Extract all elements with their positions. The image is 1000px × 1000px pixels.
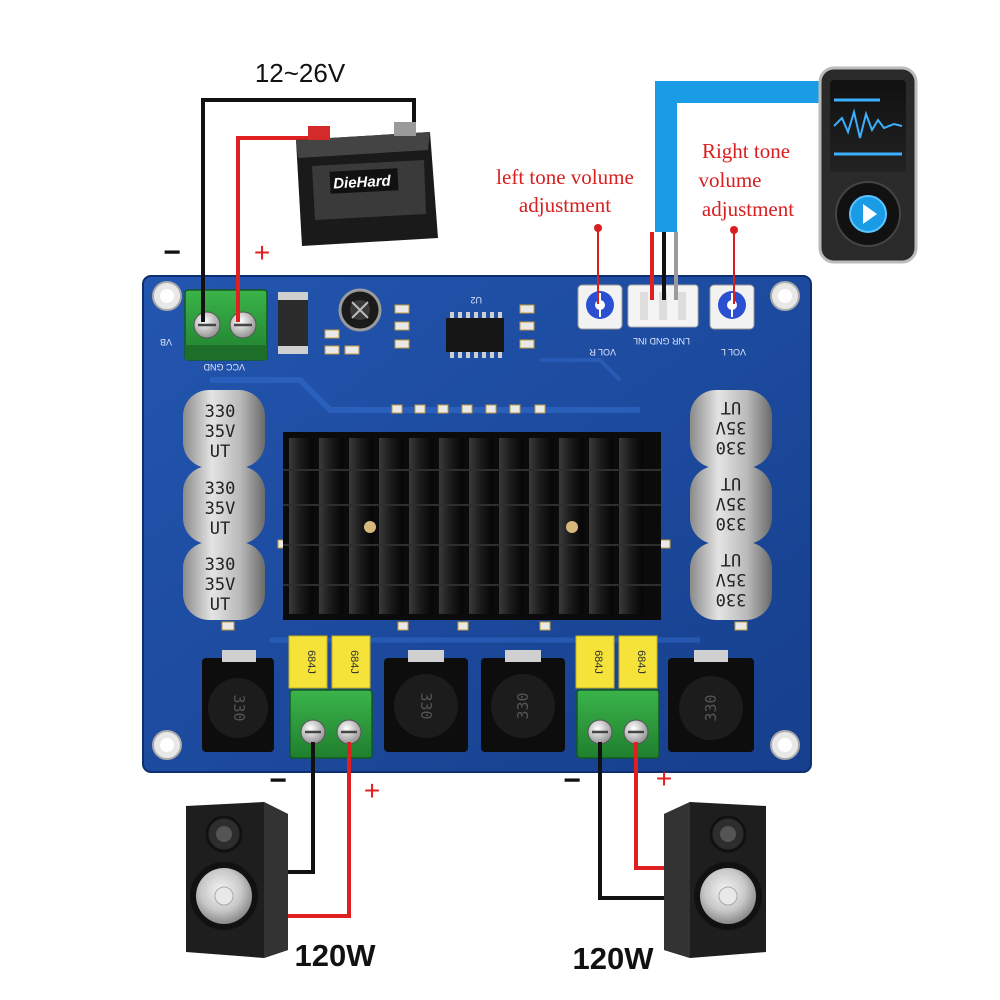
cap-value: 330 bbox=[716, 513, 747, 533]
capacitors-left: 330 35V UT 330 35V UT 330 35V UT bbox=[183, 390, 265, 620]
film-cap: 684J bbox=[288, 635, 328, 689]
right-volume-label-line2: volume bbox=[699, 168, 762, 192]
inductor: 330 bbox=[481, 650, 565, 752]
cap-voltage: 35V bbox=[716, 493, 747, 513]
right-speaker-icon bbox=[664, 802, 766, 958]
right-output-minus: − bbox=[563, 764, 581, 797]
left-volume-label-line2: adjustment bbox=[519, 193, 611, 217]
ic-chip bbox=[446, 312, 504, 358]
film-cap-value: 684J bbox=[635, 650, 647, 674]
volume-pot-left[interactable] bbox=[709, 284, 755, 330]
capacitor-c7: 330 35V UT bbox=[183, 466, 265, 544]
capacitors-right: 330 35V UT 330 35V UT 330 35V UT bbox=[690, 390, 772, 620]
heatsink bbox=[283, 432, 661, 620]
left-output-minus: − bbox=[269, 764, 287, 797]
right-output-terminal bbox=[576, 689, 660, 759]
cap-value: 330 bbox=[716, 589, 747, 609]
silk-vcc-gnd: VCC GND bbox=[203, 362, 245, 372]
silk-vol-r: VOL R bbox=[589, 347, 616, 357]
small-capacitor bbox=[338, 288, 382, 332]
left-speaker-wires bbox=[282, 742, 351, 918]
cap-voltage: 35V bbox=[205, 575, 236, 595]
film-cap: 684J bbox=[331, 635, 371, 689]
music-player-icon bbox=[818, 66, 918, 264]
right-output-plus: + bbox=[656, 763, 672, 794]
cap-brand: UT bbox=[210, 519, 230, 539]
silk-vb: VB bbox=[160, 337, 172, 347]
film-capacitors: 684J 684J 684J 684J bbox=[288, 635, 658, 689]
cap-brand: UT bbox=[210, 442, 230, 462]
film-cap: 684J bbox=[575, 635, 615, 689]
battery-brand: DieHard bbox=[333, 172, 392, 192]
capacitor-c33: 330 35V UT bbox=[183, 542, 265, 620]
audio-input-connector bbox=[627, 284, 699, 328]
inductor: 330 bbox=[384, 650, 468, 752]
silk-input-pins: LNR GND INL bbox=[633, 336, 690, 346]
power-wire-positive bbox=[236, 136, 318, 322]
screw-icon bbox=[364, 521, 376, 533]
silk-vol-l: VOL L bbox=[721, 347, 746, 357]
left-output-terminal bbox=[289, 689, 373, 759]
cap-brand: UT bbox=[721, 549, 741, 569]
mounting-holes bbox=[152, 281, 800, 760]
cap-value: 330 bbox=[716, 437, 747, 457]
supply-voltage-label: 12~26V bbox=[255, 58, 346, 88]
capacitor-c6: 330 35V UT bbox=[690, 466, 772, 544]
cap-brand: UT bbox=[210, 595, 230, 615]
cap-voltage: 35V bbox=[205, 499, 236, 519]
cap-value: 330 bbox=[205, 555, 236, 575]
right-volume-annotation: Right tone volume adjustment bbox=[699, 139, 794, 304]
capacitor-c31: 330 35V UT bbox=[690, 542, 772, 620]
power-wire-negative bbox=[201, 98, 416, 322]
film-cap: 684J bbox=[618, 635, 658, 689]
left-speaker-icon bbox=[186, 802, 288, 958]
screw-icon bbox=[566, 521, 578, 533]
supply-minus-sign: − bbox=[163, 236, 181, 269]
film-cap-value: 684J bbox=[348, 650, 360, 674]
signal-cable bbox=[650, 81, 822, 300]
capacitor-c34: 330 35V UT bbox=[183, 390, 265, 468]
capacitor-c32: 330 35V UT bbox=[690, 390, 772, 468]
inductor: 330 bbox=[668, 650, 754, 752]
left-output-power: 120W bbox=[295, 938, 377, 973]
inductor: 330 bbox=[202, 650, 274, 752]
right-volume-label-line1: Right tone bbox=[702, 139, 790, 163]
film-cap-value: 684J bbox=[592, 650, 604, 674]
right-volume-label-line3: adjustment bbox=[702, 197, 794, 221]
diode-d1 bbox=[278, 292, 308, 354]
right-speaker-wires bbox=[598, 742, 664, 900]
right-output-power: 120W bbox=[573, 941, 655, 976]
silk-u2: U2 bbox=[470, 295, 482, 305]
left-volume-annotation: left tone volume adjustment bbox=[496, 165, 634, 304]
cap-brand: UT bbox=[721, 473, 741, 493]
inductor-value: 330 bbox=[417, 692, 435, 719]
inductor-value: 330 bbox=[230, 694, 248, 721]
power-input-terminal bbox=[184, 289, 268, 361]
inductor-value: 330 bbox=[514, 692, 532, 719]
left-volume-label-line1: left tone volume bbox=[496, 165, 634, 189]
cap-brand: UT bbox=[721, 397, 741, 417]
cap-voltage: 35V bbox=[716, 569, 747, 589]
supply-plus-sign: + bbox=[254, 237, 270, 268]
power-wires bbox=[201, 98, 416, 322]
inductor-value: 330 bbox=[702, 694, 720, 721]
cap-value: 330 bbox=[205, 479, 236, 499]
left-output-plus: + bbox=[364, 775, 380, 806]
film-cap-value: 684J bbox=[305, 650, 317, 674]
inductors: 330 330 330 330 bbox=[202, 650, 754, 752]
battery-icon: DieHard bbox=[296, 122, 438, 246]
cap-value: 330 bbox=[205, 402, 236, 422]
cap-voltage: 35V bbox=[716, 417, 747, 437]
volume-pot-right[interactable] bbox=[577, 284, 623, 330]
cap-voltage: 35V bbox=[205, 422, 236, 442]
